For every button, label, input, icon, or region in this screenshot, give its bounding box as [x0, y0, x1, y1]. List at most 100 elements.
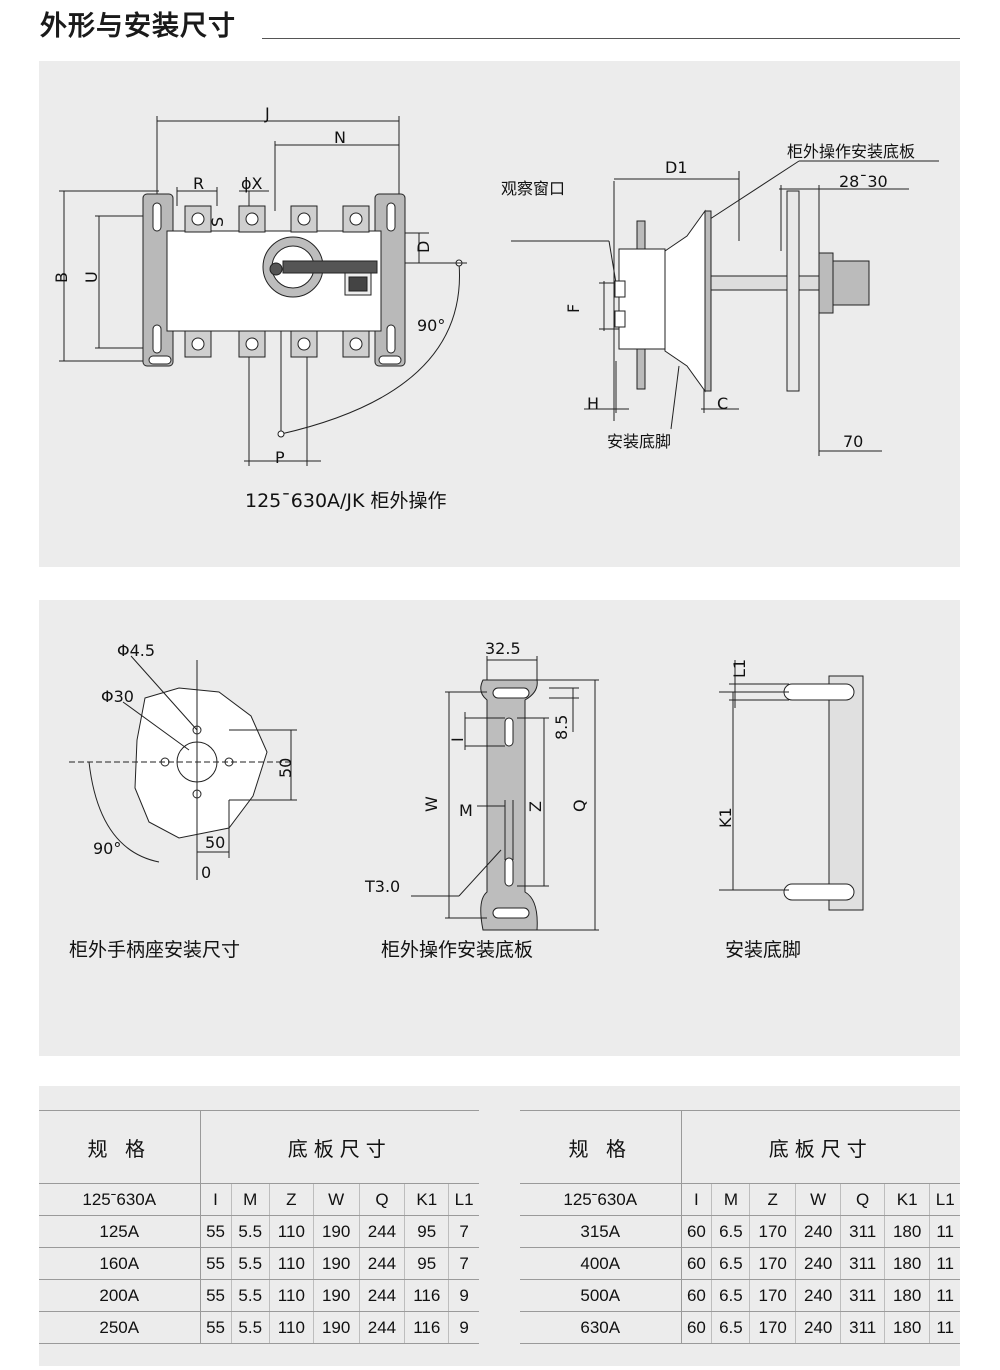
value-cell: 180 [884, 1279, 931, 1312]
value-cell: 244 [359, 1247, 406, 1280]
value-cell: 170 [749, 1247, 796, 1280]
value-cell: 11 [929, 1279, 960, 1312]
label-N: N [334, 128, 346, 147]
label-R: R [193, 174, 204, 193]
value-cell: 6.5 [711, 1279, 751, 1312]
title-rule [262, 38, 960, 39]
label-90-handle: 90° [93, 839, 121, 858]
dimension-table-left: 规 格 底板尺寸 125ˉ630A I M Z W Q K1 L1 125A 5… [39, 1110, 479, 1344]
value-cell: 5.5 [231, 1311, 270, 1344]
label-zero: 0 [201, 863, 211, 882]
label-H: H [587, 394, 599, 413]
col-header: W [795, 1183, 842, 1216]
col-header: Q [840, 1183, 885, 1216]
value-cell: 110 [269, 1279, 314, 1312]
col-header: I [200, 1183, 232, 1216]
table-row: 315A 60 6.5 170 240 311 180 11 [520, 1215, 960, 1248]
label-50h: 50 [205, 833, 225, 852]
value-cell: 55 [200, 1279, 232, 1312]
value-cell: 244 [359, 1311, 406, 1344]
value-cell: 11 [929, 1311, 960, 1344]
col-header: Z [269, 1183, 314, 1216]
cabinet-door [786, 190, 800, 392]
label-I: I [448, 737, 467, 742]
value-cell: 60 [681, 1311, 713, 1344]
value-cell: 11 [929, 1215, 960, 1248]
value-cell: 95 [404, 1215, 450, 1248]
spec-cell: 400A [520, 1247, 682, 1280]
components-drawing: Φ4.5 Φ30 50 50 90° 0 柜外手柄座安装尺寸 [69, 639, 864, 961]
value-cell: 6.5 [711, 1247, 751, 1280]
label-8-5: 8.5 [552, 715, 571, 740]
value-cell: 170 [749, 1311, 796, 1344]
value-cell: 110 [269, 1311, 314, 1344]
col-header: Z [749, 1183, 796, 1216]
switch-dimension-drawing: J N R ϕX S B U D 90° P 125ˉ630A/JK 柜外操作 [52, 104, 939, 512]
label-range: 28ˉ30 [839, 172, 888, 191]
label-phi45: Φ4.5 [117, 641, 155, 660]
spec-cell: 200A [39, 1279, 201, 1312]
value-cell: 11 [929, 1247, 960, 1280]
label-J: J [264, 104, 270, 123]
panel-external-operation: J N R ϕX S B U D 90° P 125ˉ630A/JK 柜外操作 [39, 61, 960, 567]
table-row: 200A 55 5.5 110 190 244 116 9 [39, 1279, 479, 1312]
label-foot: 安装底脚 [607, 432, 671, 451]
range-cell: 125ˉ630A [39, 1183, 201, 1216]
dimension-table-right: 规 格 底板尺寸 125ˉ630A I M Z W Q K1 L1 315A 6… [520, 1110, 960, 1344]
col-header: M [711, 1183, 751, 1216]
value-cell: 60 [681, 1215, 713, 1248]
value-cell: 5.5 [231, 1215, 270, 1248]
value-cell: 190 [313, 1311, 360, 1344]
value-cell: 180 [884, 1247, 931, 1280]
base-plate-drawing: 32.5 8.5 I W M Z Q T3.0 柜外操作安装底板 [364, 639, 599, 961]
side-switch-body [618, 248, 666, 350]
table-row: 400A 60 6.5 170 240 311 180 11 [520, 1247, 960, 1280]
range-cell: 125ˉ630A [520, 1183, 682, 1216]
value-cell: 311 [840, 1311, 885, 1344]
label-phiX: ϕX [241, 174, 263, 193]
spec-cell: 315A [520, 1215, 682, 1248]
label-W: W [422, 796, 441, 812]
value-cell: 5.5 [231, 1247, 270, 1280]
caption-footing: 安装底脚 [725, 939, 801, 961]
spec-header: 规 格 [520, 1110, 682, 1184]
caption-handle-seat: 柜外手柄座安装尺寸 [69, 939, 240, 961]
value-cell: 55 [200, 1247, 232, 1280]
value-cell: 110 [269, 1247, 314, 1280]
label-L1: L1 [730, 659, 749, 678]
value-cell: 95 [404, 1247, 450, 1280]
panel-dimension-tables: 规 格 底板尺寸 125ˉ630A I M Z W Q K1 L1 125A 5… [39, 1086, 960, 1366]
label-plate: 柜外操作安装底板 [787, 142, 915, 161]
label-F: F [564, 304, 583, 313]
value-cell: 240 [795, 1311, 842, 1344]
label-Q: Q [570, 799, 589, 812]
label-window: 观察窗口 [501, 179, 565, 198]
value-cell: 6.5 [711, 1311, 751, 1344]
value-cell: 244 [359, 1215, 406, 1248]
value-cell: 311 [840, 1279, 885, 1312]
caption-base-plate: 柜外操作安装底板 [381, 939, 533, 961]
label-B: B [52, 272, 71, 283]
label-32-5: 32.5 [485, 639, 521, 658]
value-cell: 190 [313, 1247, 360, 1280]
value-cell: 55 [200, 1311, 232, 1344]
value-cell: 60 [681, 1247, 713, 1280]
label-phi30: Φ30 [101, 687, 134, 706]
label-90: 90° [417, 316, 445, 335]
value-cell: 180 [884, 1311, 931, 1344]
value-cell: 110 [269, 1215, 314, 1248]
col-header: W [313, 1183, 360, 1216]
value-cell: 7 [448, 1215, 479, 1248]
table-row: 500A 60 6.5 170 240 311 180 11 [520, 1279, 960, 1312]
table-row: 160A 55 5.5 110 190 244 95 7 [39, 1247, 479, 1280]
col-header: L1 [448, 1183, 479, 1216]
spec-header: 规 格 [39, 1110, 201, 1184]
caption-external-op: 125ˉ630A/JK 柜外操作 [245, 490, 447, 512]
handle-seat-drawing: Φ4.5 Φ30 50 50 90° 0 柜外手柄座安装尺寸 [69, 641, 297, 961]
group-header: 底板尺寸 [681, 1110, 960, 1184]
value-cell: 190 [313, 1215, 360, 1248]
value-cell: 244 [359, 1279, 406, 1312]
spec-cell: 250A [39, 1311, 201, 1344]
spec-cell: 160A [39, 1247, 201, 1280]
spec-cell: 630A [520, 1311, 682, 1344]
